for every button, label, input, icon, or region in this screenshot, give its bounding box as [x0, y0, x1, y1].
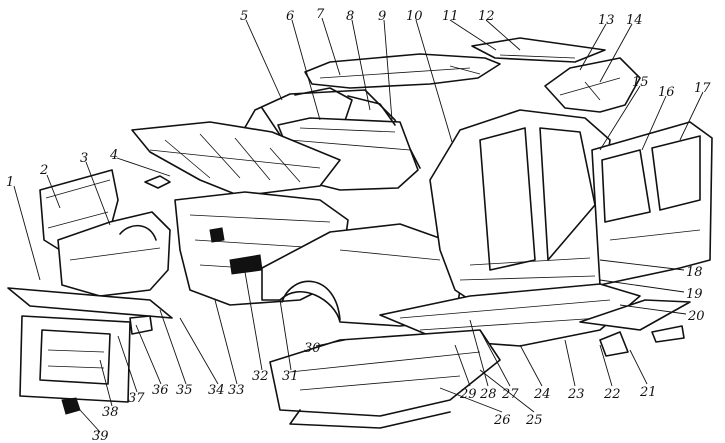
callout-labels: 1 2 3 4 5 6 7 8 9 10 11 12 13 14 15 16 1…: [6, 7, 711, 443]
callout-32: 32: [252, 369, 269, 384]
rear-side-members: [579, 299, 691, 357]
callout-27: 27: [501, 387, 519, 402]
tailgate-panel: [544, 57, 641, 113]
callout-35: 35: [176, 383, 193, 398]
callout-37: 37: [128, 391, 145, 406]
callout-21: 21: [639, 385, 657, 400]
callout-15: 15: [632, 75, 649, 90]
callout-1: 1: [6, 175, 14, 190]
callout-22: 22: [603, 387, 621, 402]
side-body-shell: [429, 109, 611, 301]
front-floor-panel: [269, 329, 501, 429]
callout-33: 33: [228, 383, 245, 398]
callout-38: 38: [102, 405, 119, 420]
callout-36: 36: [152, 383, 169, 398]
callout-9: 9: [378, 9, 386, 24]
roof-panel: [304, 53, 501, 89]
callout-28: 28: [479, 387, 497, 402]
callout-34: 34: [208, 383, 225, 398]
callout-10: 10: [406, 9, 423, 24]
callout-11: 11: [442, 9, 459, 24]
callout-17: 17: [694, 81, 711, 96]
leader-lines: [13, 17, 704, 433]
callout-39: 39: [92, 429, 109, 443]
callout-6: 6: [286, 9, 294, 24]
callout-4: 4: [109, 148, 118, 163]
callout-24: 24: [533, 387, 551, 402]
callout-5: 5: [240, 9, 248, 24]
callout-7: 7: [316, 7, 325, 22]
callout-12: 12: [478, 9, 495, 24]
callout-2: 2: [39, 163, 48, 178]
callout-26: 26: [493, 413, 511, 428]
callout-31: 31: [282, 369, 299, 384]
callout-19: 19: [686, 287, 703, 302]
hood-panel: [131, 121, 341, 197]
rear-window-frame: [471, 37, 606, 63]
callout-30: 30: [304, 341, 321, 356]
rear-door-assembly: [591, 121, 713, 286]
callout-16: 16: [658, 85, 675, 100]
callout-23: 23: [567, 387, 585, 402]
callout-25: 25: [525, 413, 543, 428]
front-panel: [7, 287, 173, 415]
callout-29: 29: [459, 387, 477, 402]
callout-14: 14: [626, 13, 643, 28]
inner-wheel-arch: [57, 211, 171, 297]
callout-13: 13: [598, 13, 615, 28]
callout-18: 18: [686, 265, 703, 280]
callout-20: 20: [687, 309, 705, 324]
callout-8: 8: [346, 9, 354, 24]
callout-3: 3: [80, 151, 88, 166]
